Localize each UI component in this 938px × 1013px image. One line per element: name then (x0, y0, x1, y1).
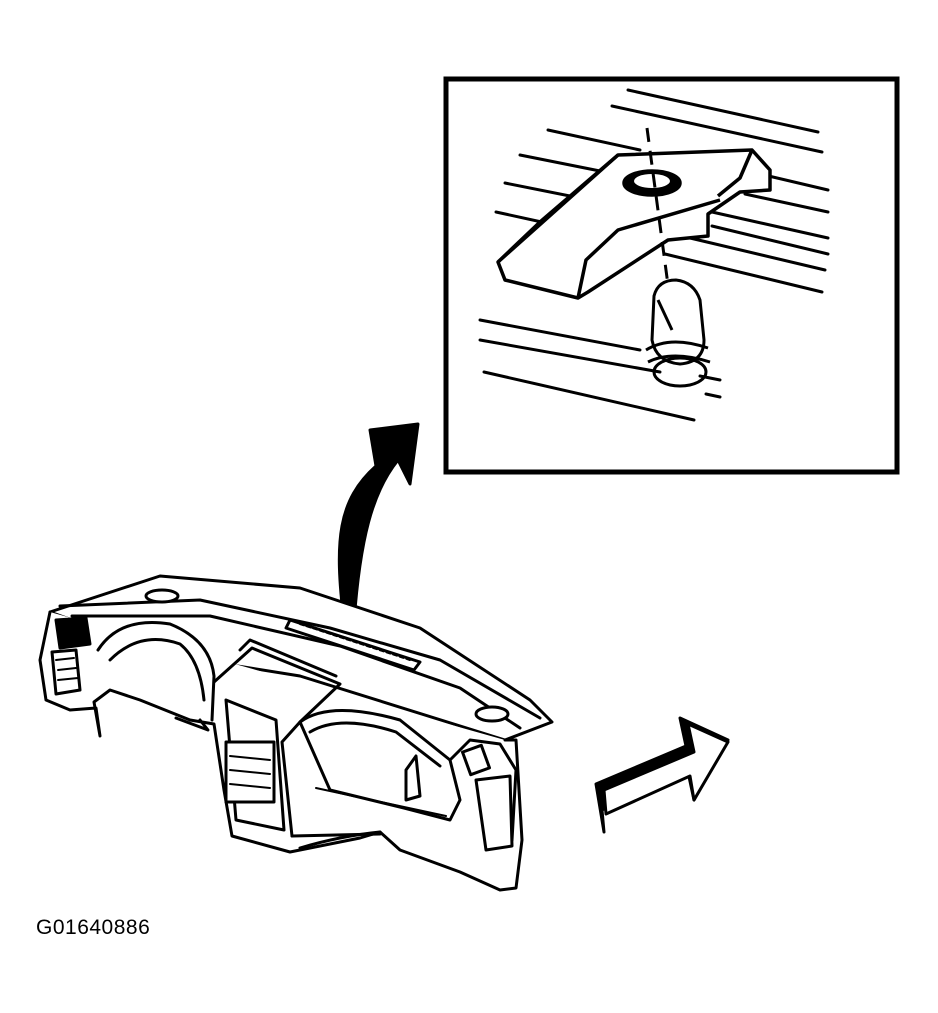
figure-id-label: G01640886 (36, 916, 151, 939)
inset-fastener (645, 278, 711, 388)
inset-slats (478, 88, 830, 422)
detail-inset (443, 76, 900, 475)
left-vent (50, 616, 92, 696)
instrument-panel (38, 574, 554, 892)
block-arrow-icon (594, 716, 730, 834)
defrost-vent (284, 618, 422, 672)
inset-bracket (496, 148, 772, 300)
center-stack (212, 646, 342, 838)
curved-arrow-icon (337, 422, 420, 624)
panel-front-face (38, 610, 524, 892)
instrument-cluster (96, 620, 216, 722)
speaker-grille-right (474, 705, 510, 723)
speaker-grille-left (144, 588, 180, 604)
alignment-guide (645, 127, 670, 286)
